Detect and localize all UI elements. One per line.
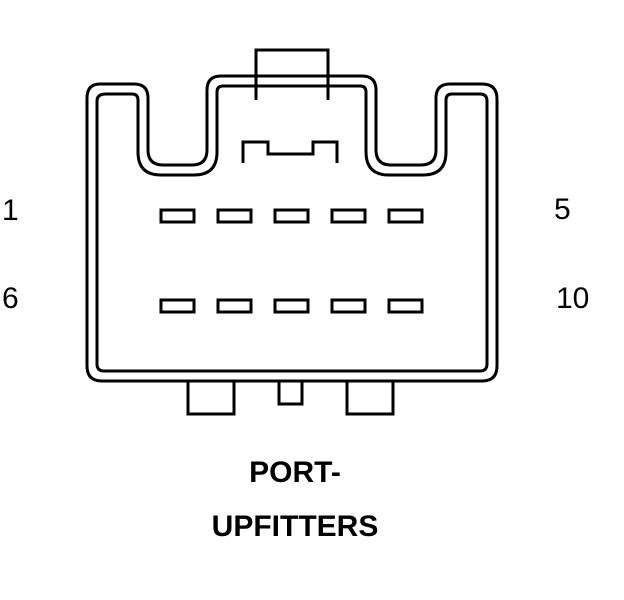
bottom-tab-right	[345, 382, 395, 416]
bottom-tab-left	[186, 382, 236, 416]
key-notch	[241, 140, 339, 163]
pin-cavity-8	[273, 298, 310, 314]
pin-cavity-9	[330, 298, 367, 314]
pin-label-6: 6	[2, 282, 19, 315]
housing-outer	[85, 74, 499, 383]
caption-line-2: UPFITTERS	[211, 510, 379, 543]
pin-label-1: 1	[2, 194, 19, 227]
pin-cavity-7	[216, 298, 253, 314]
caption-line-1: PORT-	[249, 456, 341, 489]
pin-cavity-1	[159, 208, 196, 224]
pin-cavity-6	[159, 298, 196, 314]
pin-cavity-5	[387, 208, 424, 224]
pin-cavity-2	[216, 208, 253, 224]
bottom-tab-center	[277, 382, 304, 406]
pin-label-5: 5	[554, 193, 571, 226]
pin-cavities	[159, 208, 424, 314]
pin-label-10: 10	[556, 282, 590, 315]
pin-cavity-4	[330, 208, 367, 224]
pin-cavity-10	[387, 298, 424, 314]
pin-cavity-3	[273, 208, 310, 224]
housing-inner	[95, 84, 489, 373]
